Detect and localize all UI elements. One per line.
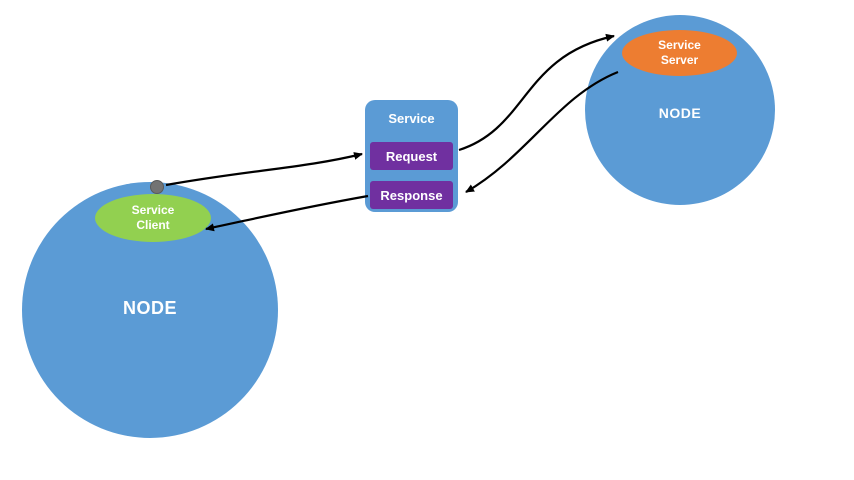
right-node-label: NODE [658,105,702,121]
arrow-client-to-request [165,152,363,187]
service-client-label-line2: Client [136,218,170,232]
connection-dot [150,180,164,194]
service-server-ellipse: Service Server [622,30,737,76]
left-node-label: NODE [122,298,177,318]
service-box-title: Service [388,111,435,126]
service-box: Service Request Response [365,100,458,212]
service-client-label-line1: Service [131,203,175,217]
service-server-label-line1: Service [658,38,701,52]
response-label: Response [380,187,443,203]
response-box: Response [370,181,453,209]
service-client-ellipse: Service Client [95,194,211,242]
request-box: Request [370,142,453,170]
request-label: Request [385,148,438,164]
service-server-label-line2: Server [660,53,699,67]
